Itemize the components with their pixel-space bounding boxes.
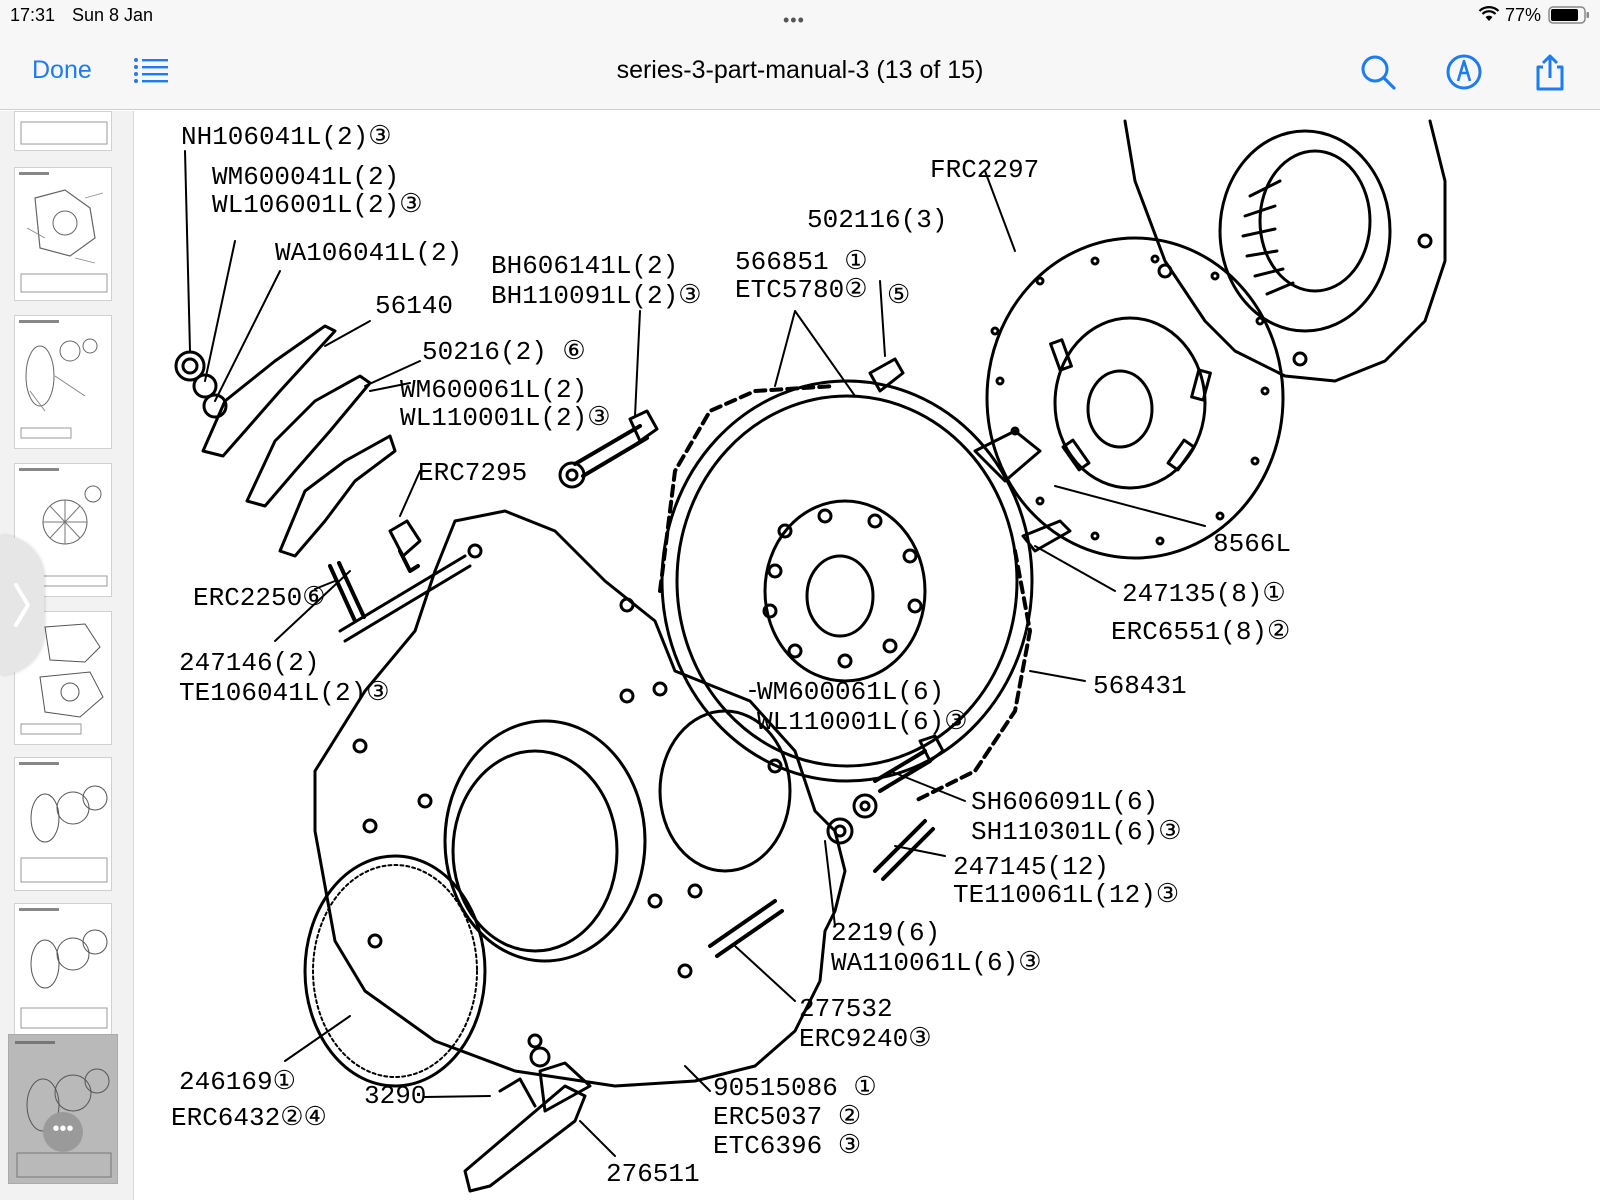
label-247135: 247135(8)① <box>1122 579 1286 609</box>
label-247146: 247146(2) <box>179 648 319 678</box>
page-thumbnail-8[interactable] <box>14 111 112 151</box>
label-te110061l: TE110061L(12)③ <box>953 880 1179 910</box>
page-thumbnail-9[interactable] <box>14 167 112 301</box>
label-etc5780: ETC5780② <box>735 275 868 305</box>
status-bar: 17:31 Sun 8 Jan ••• 77% <box>0 0 1600 36</box>
label-wm600041l: WM600041L(2) <box>212 162 399 192</box>
label-circled-5: ⑤ <box>887 281 910 311</box>
label-90515086: 90515086 ① <box>713 1073 877 1103</box>
flywheel-drawing <box>658 379 1034 803</box>
label-8566l: 8566L <box>1213 529 1291 559</box>
label-frc2297: FRC2297 <box>930 155 1039 185</box>
label-etc6396: ETC6396 ③ <box>713 1131 861 1161</box>
share-icon[interactable] <box>1530 52 1570 92</box>
page-thumbnail-15-selected[interactable] <box>8 1034 118 1184</box>
label-56140: 56140 <box>375 291 453 321</box>
multitasking-dots-icon[interactable]: ••• <box>783 10 805 30</box>
label-50216: 50216(2) ⑥ <box>422 337 586 367</box>
chevron-right-icon <box>14 583 30 627</box>
bolts-and-fasteners-drawing <box>328 409 1072 1193</box>
search-icon[interactable] <box>1358 52 1398 92</box>
label-568431: 568431 <box>1093 671 1187 701</box>
thumbnail-list-icon[interactable] <box>133 56 169 84</box>
label-wl106001l: WL106001L(2)③ <box>212 190 423 220</box>
adaptor-plate-drawing <box>313 509 847 1088</box>
label-sh606091l: SH606091L(6) <box>971 787 1158 817</box>
battery-percentage: 77% <box>1505 5 1542 25</box>
wifi-icon <box>1478 6 1500 21</box>
label-sh110301l: SH110301L(6)③ <box>971 817 1182 847</box>
label-erc6432: ERC6432②④ <box>171 1103 327 1133</box>
markup-pen-icon[interactable] <box>1444 52 1484 92</box>
clutch-cover-drawing <box>1123 119 1447 383</box>
document-title: series-3-part-manual-3 (13 of 15) <box>616 56 984 84</box>
label-erc7295: ERC7295 <box>418 458 527 488</box>
label-277532: 277532 <box>799 994 893 1024</box>
label-3290: 3290 <box>364 1081 426 1111</box>
sidebar-collapse-handle[interactable] <box>0 535 44 675</box>
battery-icon <box>1548 6 1589 24</box>
label-247145: 247145(12) <box>953 852 1109 882</box>
label-502116: 502116(3) <box>807 205 947 235</box>
label-nh106041l: NH106041L(2)③ <box>181 122 392 152</box>
page-thumbnail-13[interactable] <box>14 757 112 891</box>
clutch-plate-drawing <box>973 236 1285 560</box>
label-wa110061l: WA110061L(6)③ <box>831 948 1042 978</box>
label-bh606141l: BH606141L(2) <box>491 251 678 281</box>
part-number-labels: NH106041L(2)③ WM600041L(2) WL106001L(2)③… <box>171 122 1291 1189</box>
page-thumbnail-10[interactable] <box>14 315 112 449</box>
document-page[interactable]: NH106041L(2)③ WM600041L(2) WL106001L(2)③… <box>135 111 1600 1200</box>
label-246169: 246169① <box>179 1067 296 1097</box>
more-options-icon[interactable]: ••• <box>43 1112 83 1152</box>
status-time: 17:31 <box>10 5 56 25</box>
clutch-flywheel-exploded-diagram: NH106041L(2)③ WM600041L(2) WL106001L(2)③… <box>171 119 1447 1193</box>
label-2219: 2219(6) <box>831 918 940 948</box>
label-erc6551: ERC6551(8)② <box>1111 617 1290 647</box>
label-566851: 566851 ① <box>735 247 868 277</box>
label-erc2250: ERC2250⑥ <box>193 583 326 613</box>
leader-lines <box>184 150 1206 1157</box>
navigation-bar: Done series-3-part-manual-3 (13 of 15) <box>0 36 1600 110</box>
label-erc5037: ERC5037 ② <box>713 1102 861 1132</box>
label-wa106041l: WA106041L(2) <box>275 238 462 268</box>
status-date: Sun 8 Jan <box>72 5 154 25</box>
label-wm600061l-b: WM600061L(6) <box>757 677 944 707</box>
label-wm600061l-a: WM600061L(2) <box>400 375 587 405</box>
page-thumbnail-14[interactable] <box>14 903 112 1037</box>
label-bh110091l: BH110091L(2)③ <box>491 281 702 311</box>
label-276511: 276511 <box>606 1159 700 1189</box>
label-te106041l: TE106041L(2)③ <box>179 678 390 708</box>
label-erc9240: ERC9240③ <box>799 1024 932 1054</box>
label-wl110001l-a: WL110001L(2)③ <box>400 403 611 433</box>
o-ring-drawing <box>303 854 487 1088</box>
thumbnail-sidebar[interactable]: ••• <box>0 111 134 1200</box>
done-button[interactable]: Done <box>32 56 92 84</box>
label-wl110001l-b: WL110001L(6)③ <box>757 707 968 737</box>
